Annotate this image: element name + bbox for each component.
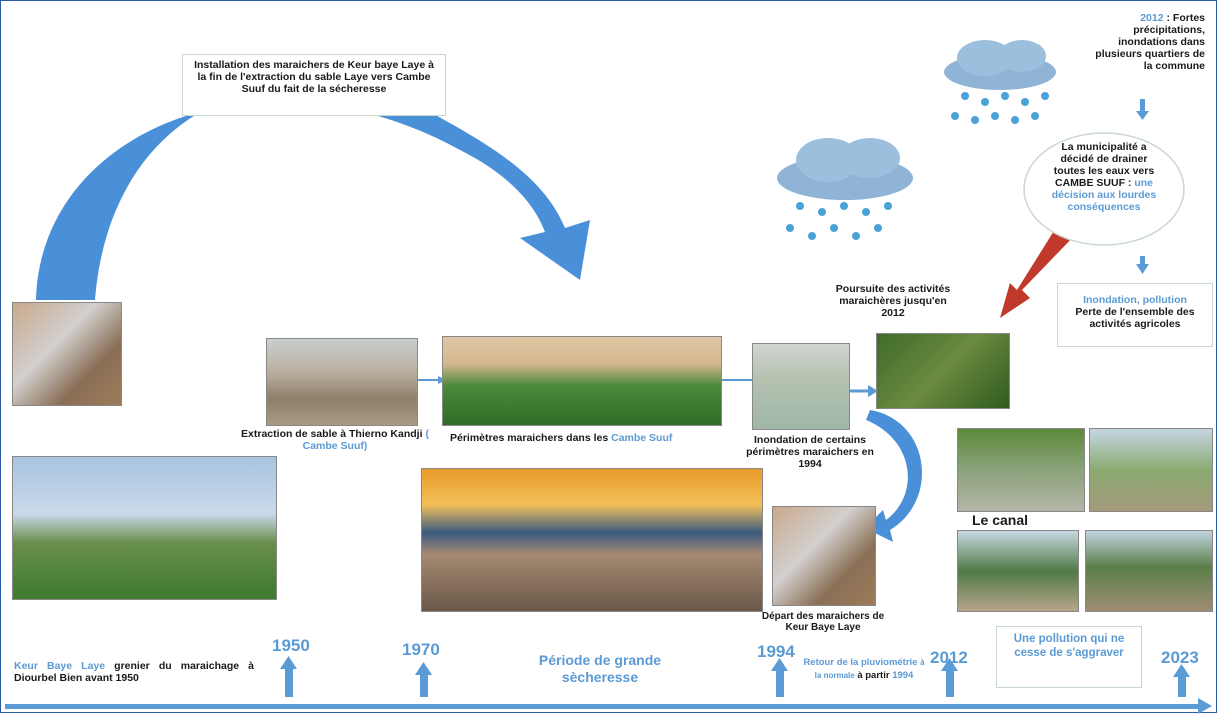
label-depart: Départ des maraichers de Keur Baye Laye xyxy=(761,611,885,633)
year-1950: 1950 xyxy=(272,636,310,655)
label-perimetres: Périmètres maraichers dans les Cambe Suu… xyxy=(450,432,673,444)
label-rain-2012: 2012 : Fortes précipitations, inondation… xyxy=(1095,12,1205,72)
large-curved-arrow xyxy=(36,84,590,300)
year-1994: 1994 xyxy=(757,642,795,661)
timeline-arrowhead xyxy=(1198,698,1212,714)
label-extraction: Extraction de sable à Thierno Kandji ( C… xyxy=(241,428,429,452)
down-arrow-1 xyxy=(1136,111,1149,120)
label-municipality: La municipalité a décidé de drainer tout… xyxy=(1051,141,1157,213)
top-caption: Installation des maraichers de Keur baye… xyxy=(194,59,434,95)
photo-canal-4 xyxy=(1085,530,1213,612)
photo-market-gardens xyxy=(442,336,722,426)
canal-label: Le canal xyxy=(972,512,1029,528)
photo-canal-3 xyxy=(957,530,1079,612)
retour-pluviometrie: Retour de la pluviométrie à la normale à… xyxy=(803,657,925,681)
year-2012: 2012 xyxy=(930,648,968,667)
label-poursuite: Poursuite des activités maraichères jusq… xyxy=(835,283,951,319)
down-arrow-2 xyxy=(1136,264,1149,274)
consequence-box: Inondation, pollution Perte de l'ensembl… xyxy=(1057,283,1213,347)
drought-period: Période de grande sècheresse xyxy=(538,652,662,685)
curved-arrow-depart xyxy=(865,410,923,542)
photo-sand-extraction xyxy=(266,338,418,426)
photo-farmers-2012 xyxy=(876,333,1010,409)
year-1970: 1970 xyxy=(402,640,440,659)
photo-canal-1 xyxy=(957,428,1085,512)
decision-ellipse xyxy=(1023,132,1185,246)
photo-farmers-top xyxy=(12,302,122,406)
cloud-icon-2 xyxy=(777,138,913,200)
photo-baobab xyxy=(12,456,277,600)
red-arrow xyxy=(1000,218,1078,318)
photo-farmers-depart xyxy=(772,506,876,606)
top-caption-box: Installation des maraichers de Keur baye… xyxy=(182,54,446,116)
photo-drought xyxy=(421,468,763,612)
pollution-box: Une pollution qui ne cesse de s'aggraver xyxy=(996,626,1142,688)
cloud-icon xyxy=(944,40,1056,90)
label-inondation: Inondation de certains périmètres maraic… xyxy=(746,434,874,470)
year-2023: 2023 xyxy=(1161,648,1199,667)
raindrops xyxy=(786,92,1049,240)
timeline-intro: Keur Baye Laye grenier du maraichage à D… xyxy=(14,660,254,684)
timeline-bar xyxy=(5,704,1200,709)
photo-flooded-field xyxy=(752,343,850,430)
photo-canal-2 xyxy=(1089,428,1213,512)
